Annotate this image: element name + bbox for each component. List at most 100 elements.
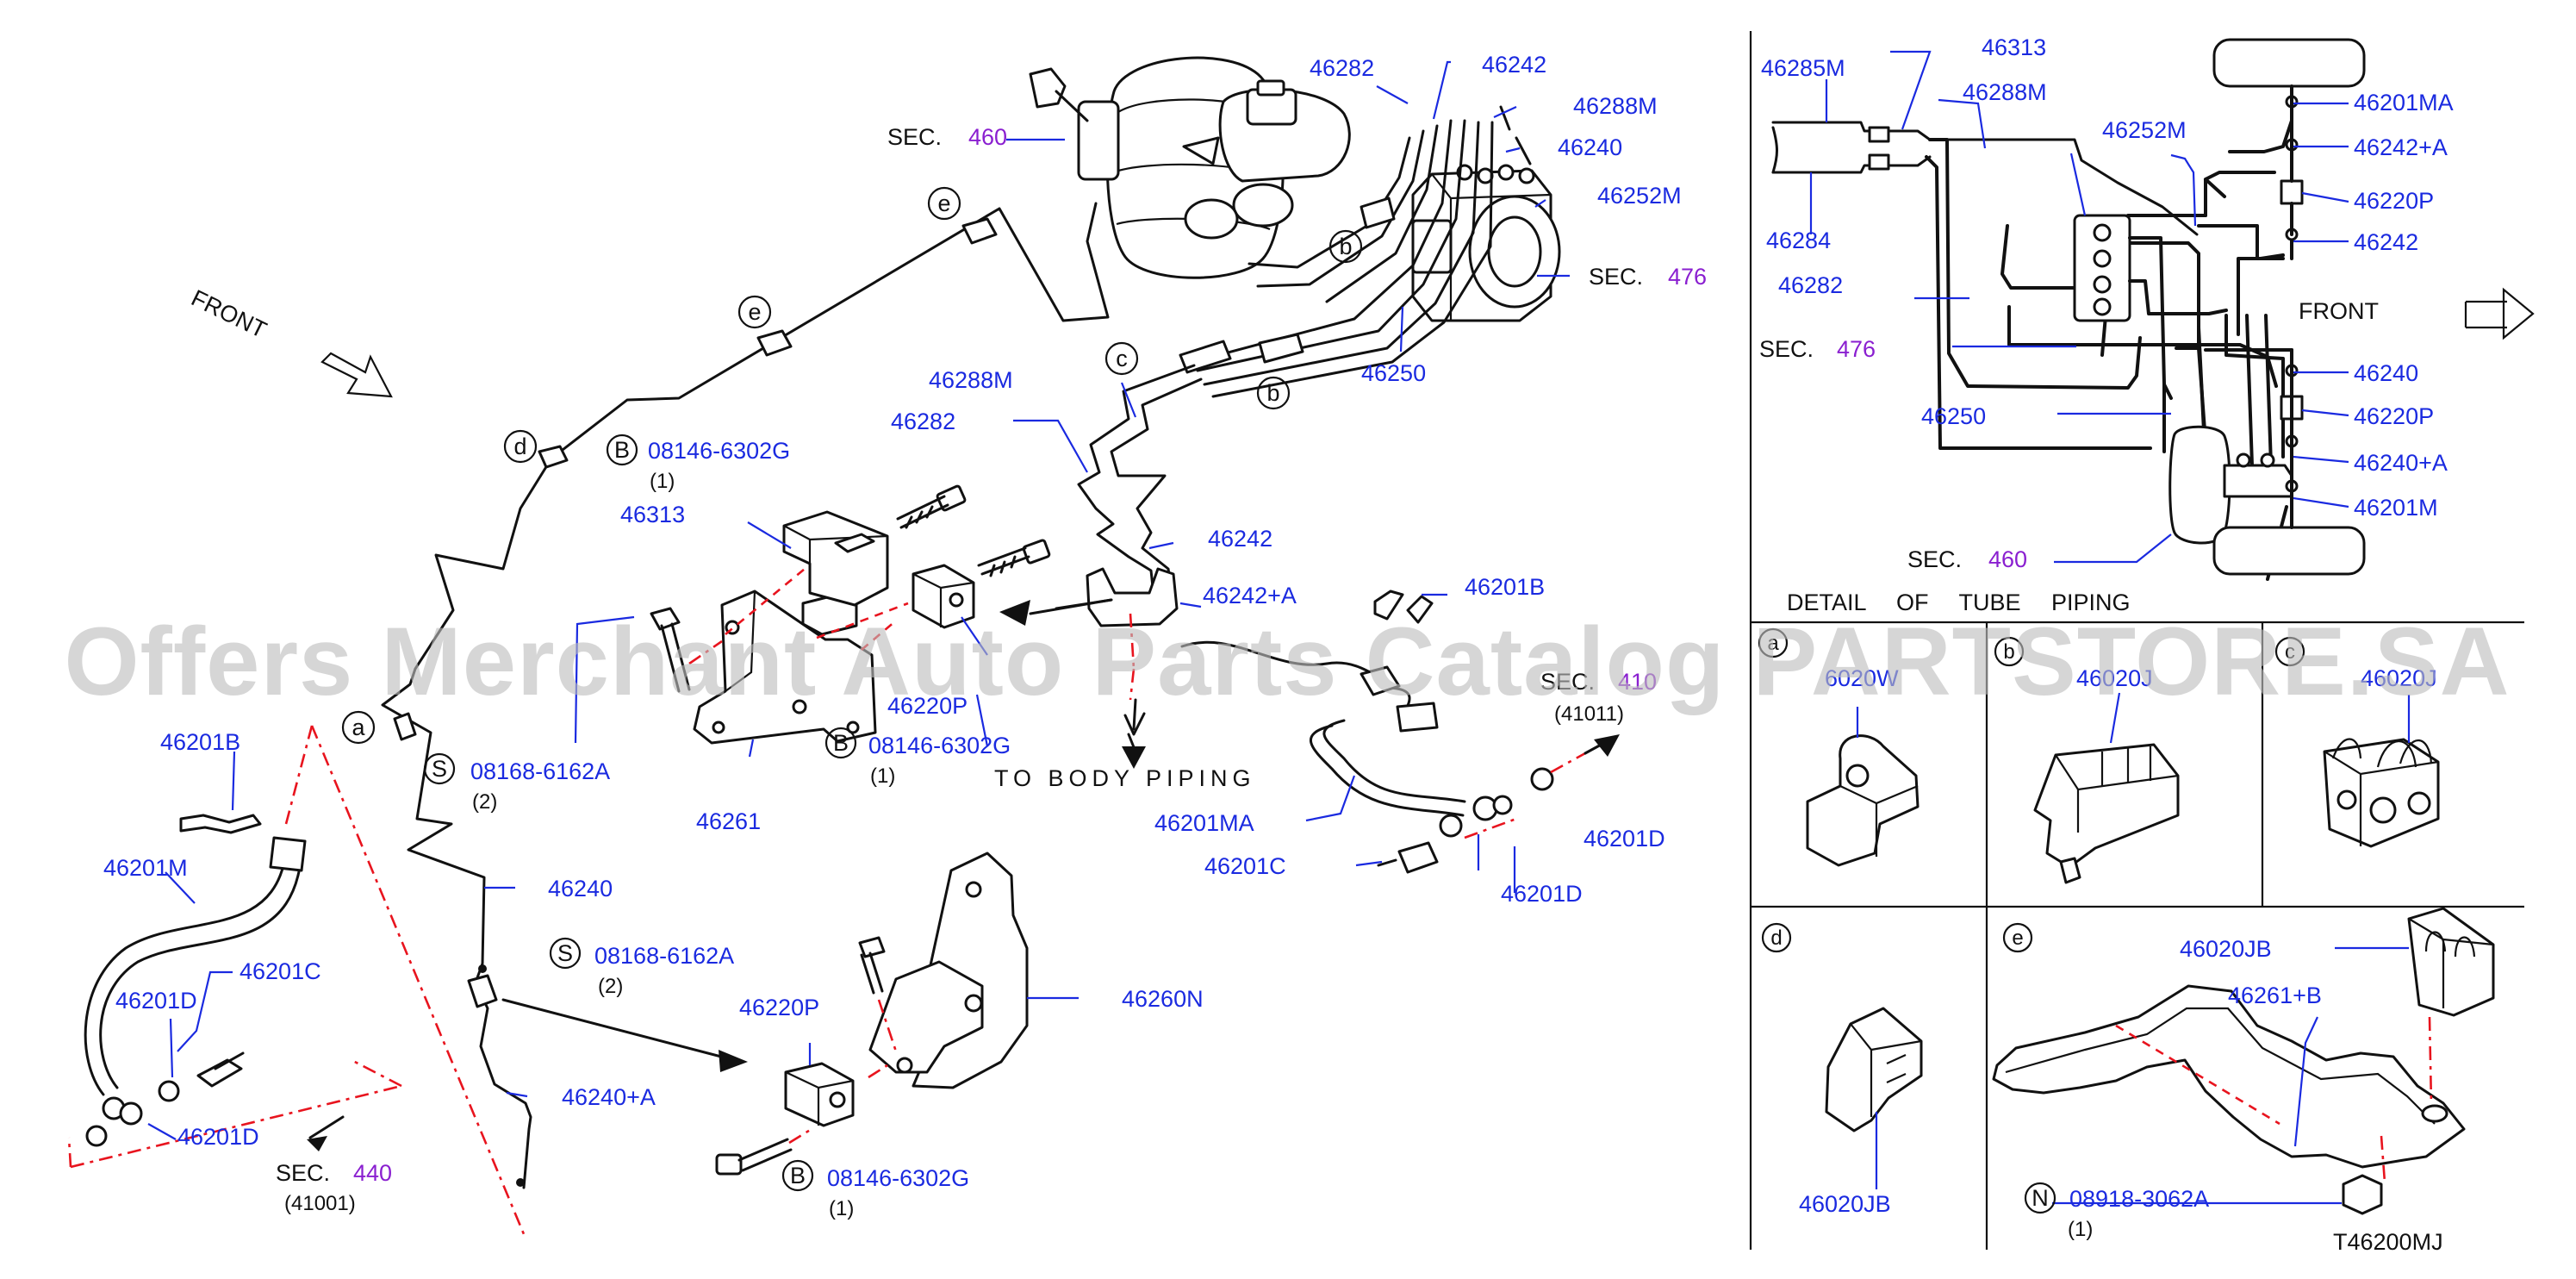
detail-label-d: d [1770,926,1782,950]
qty-2-a: (2) [472,790,497,814]
schem-46220P-lower: 46220P [2354,403,2434,429]
label-46260N: 46260N [1122,986,1204,1012]
detail-b-part: 46020J [2076,665,2153,691]
schem-46285M: 46285M [1761,55,1845,81]
label-46282-top: 46282 [1310,55,1374,81]
sec-440: 440 [353,1160,392,1186]
sec-word-460-top: SEC. [887,124,942,150]
detail-c-clip [2323,738,2440,848]
left-long-tube [381,202,1110,1189]
detail-e-clip-part: 46020JB [2180,936,2272,962]
piping-schematic [1771,38,2535,581]
sec-460-top: 460 [968,124,1007,150]
callout-d: d [513,434,526,459]
label-46282-mid: 46282 [891,409,955,434]
label-46201D-left-a: 46201D [115,988,197,1014]
schem-46240A: 46240+A [2354,450,2448,476]
schem-46201MA: 46201MA [2354,90,2454,115]
label-46240A-left: 46240+A [562,1084,656,1110]
sec-410-sub: (41011) [1554,702,1624,726]
sec-476-left: 476 [1668,264,1707,290]
schem-46282: 46282 [1778,272,1843,298]
watermark: Offers Merchant Auto Parts Catalog PARTS… [64,608,2510,715]
sec-410: 410 [1618,669,1657,695]
callout-circles [341,186,2305,1214]
label-46240-left: 46240 [548,876,613,902]
bracket-46261 [693,590,877,745]
bolt-S-upper [650,567,909,693]
label-46288M-top: 46288M [1573,93,1658,119]
bolt-081686162A-1: 08168-6162A [470,758,610,784]
detail-d-part: 46020JB [1799,1191,1891,1217]
label-46261: 46261 [696,808,761,834]
schem-46313: 46313 [1982,34,2046,60]
callout-letters: e e d a b b c B S B S B a b c d e N [352,190,2295,1211]
sec-word-476-left: SEC. [1589,264,1643,290]
schem-46242: 46242 [2354,229,2418,255]
center-tubes [1077,364,1203,736]
label-46201MA: 46201MA [1154,810,1254,836]
bolt-marker-B-2: B [833,730,849,756]
schem-sec-476: 476 [1837,336,1876,362]
detail-a-clip [1806,734,1920,867]
callout-c: c [1116,346,1128,371]
brake-booster-assembly [1029,56,1351,279]
callout-b-upper: b [1339,234,1352,259]
bolt-marker-S-1: S [432,756,447,782]
bolt-081686162A-2: 08168-6162A [594,943,734,969]
label-46201D-left-b: 46201D [177,1124,259,1150]
front-arrow-left: FRONT [187,284,393,398]
sec-440-sub: (41001) [284,1192,356,1215]
label-46201M-left: 46201M [103,855,188,881]
qty-1-a: (1) [650,470,675,493]
label-46313: 46313 [620,502,685,527]
bolt-089183062A: 08918-3062A [2069,1186,2209,1212]
label-46201D-right-b: 46201D [1501,881,1583,907]
schem-sec-word-460: SEC. [1907,546,1962,572]
front-left-hose [84,814,345,1151]
front-tube-bundle [1179,105,1532,398]
schem-46242A: 46242+A [2354,134,2448,160]
detail-c-part: 46020J [2361,665,2437,691]
label-46242A-mid: 46242+A [1203,583,1297,608]
bolt-labels: 08146-6302G (1) 08168-6162A (2) 08146-63… [470,438,2209,1241]
bolt-marker-N: N [2032,1185,2049,1211]
label-46252M: 46252M [1597,183,1682,209]
label-46201B-left: 46201B [160,729,240,755]
label-46201C-right: 46201C [1204,853,1286,879]
schematic-labels: 46285M 46313 46288M 46252M 46284 46282 S… [1759,34,2454,615]
bracket-46260N [858,852,1029,1089]
qty-1-c: (1) [829,1197,854,1220]
abs-actuator [1411,164,1561,322]
schem-front-label: FRONT [2299,298,2379,324]
clip-46220P-upper [912,564,975,629]
qty-1-b: (1) [870,764,895,788]
detail-e-bracket-part: 46261+B [2228,983,2322,1008]
label-46242-mid: 46242 [1208,526,1272,552]
schem-sec-460: 460 [1988,546,2027,572]
qty-1-d: (1) [2068,1218,2093,1241]
detail-title: DETAIL OF TUBE PIPING [1787,590,2131,615]
callout-b-lower: b [1266,380,1279,406]
reference-outline-left [67,725,526,1235]
label-46201C-left: 46201C [240,958,321,984]
schem-46288M: 46288M [1963,79,2047,105]
detail-a-part: 6020W [1825,665,1899,691]
sec-word-440: SEC. [276,1160,330,1186]
clip-46220P-lower [501,998,855,1176]
bolt-081466302G-3: 08146-6302G [827,1165,969,1191]
part-labels: 46282 46242 46288M 46240 46252M 46250 46… [103,52,1682,1150]
rear-hose-46201MA [1122,590,1620,874]
callout-e-top: e [937,190,950,216]
detail-d-clip [1825,1007,1923,1132]
label-46220P-mid: 46220P [887,693,968,719]
front-label-left: FRONT [187,284,271,343]
schem-46250: 46250 [1921,403,1986,429]
diagram-code: T46200MJ [2333,1229,2443,1255]
junction-46313 [782,510,889,607]
label-46201B-right: 46201B [1465,574,1545,600]
schem-46220P-upper: 46220P [2354,188,2434,214]
detail-label-b: b [2003,640,2014,664]
label-46220P-lower: 46220P [739,995,819,1020]
